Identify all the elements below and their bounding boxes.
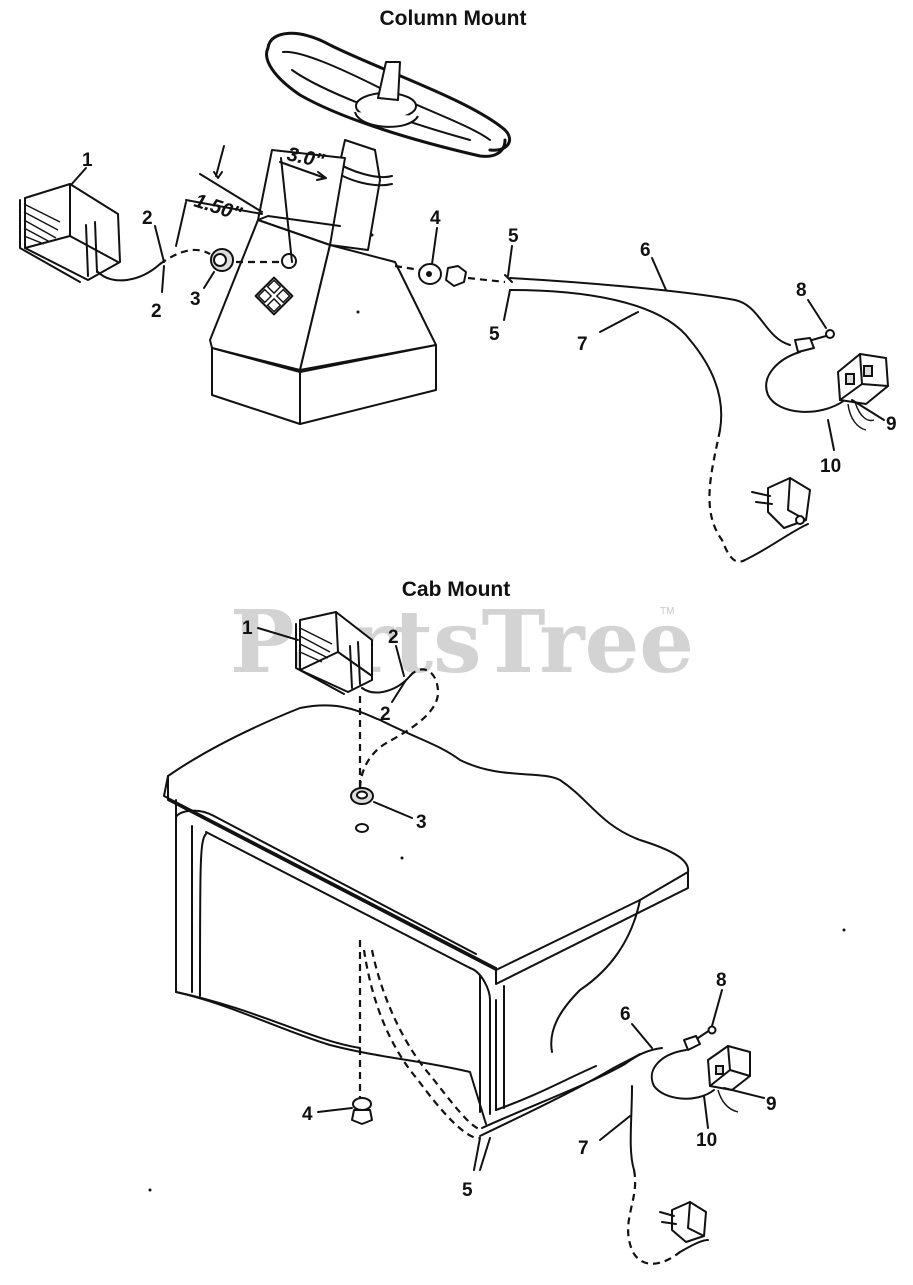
cab-callout-5: 5 (462, 1180, 473, 1201)
cab-callout-8: 8 (716, 970, 727, 991)
cab-callout-9: 9 (766, 1094, 777, 1115)
cab-callout-4: 4 (302, 1104, 313, 1125)
cab-callout-7: 7 (578, 1138, 589, 1159)
steering-wheel (265, 31, 511, 158)
column-callout-10: 10 (820, 456, 841, 477)
column-callout-2b: 2 (151, 301, 162, 322)
cab-frame (148, 704, 846, 1192)
cab-callout-10: 10 (696, 1130, 717, 1151)
cab-switch-assembly (650, 1025, 751, 1243)
column-hardware (159, 248, 809, 563)
cab-callouts: 1 2 2 3 4 5 6 7 8 9 10 (242, 618, 777, 1201)
dimension-1-50: 1.50" (191, 190, 244, 226)
cab-callout-2b: 2 (380, 704, 391, 725)
column-callout-5b: 5 (489, 324, 500, 345)
cab-callout-3: 3 (416, 812, 427, 833)
column-switch-assembly (751, 329, 889, 529)
work-light-column (19, 183, 161, 283)
column-callout-6: 6 (640, 240, 651, 261)
cab-hardware (350, 787, 709, 1265)
column-callouts: 1 2 2 3 4 5 5 6 7 8 9 10 (69, 150, 897, 477)
column-callout-1: 1 (82, 150, 93, 171)
cab-callout-6: 6 (620, 1004, 631, 1025)
column-callout-7: 7 (577, 334, 588, 355)
cab-callout-1: 1 (242, 618, 253, 639)
column-callout-9: 9 (886, 414, 897, 435)
watermark-trademark: TM (660, 606, 674, 617)
column-callout-4: 4 (430, 208, 441, 229)
cab-callout-2a: 2 (388, 627, 399, 648)
column-callout-2a: 2 (142, 208, 153, 229)
column-callout-3: 3 (190, 289, 201, 310)
column-callout-5a: 5 (508, 226, 519, 247)
column-callout-8: 8 (796, 280, 807, 301)
column-mount-title: Column Mount (380, 7, 527, 30)
cab-mount-title: Cab Mount (402, 578, 510, 601)
steering-column (209, 139, 437, 425)
